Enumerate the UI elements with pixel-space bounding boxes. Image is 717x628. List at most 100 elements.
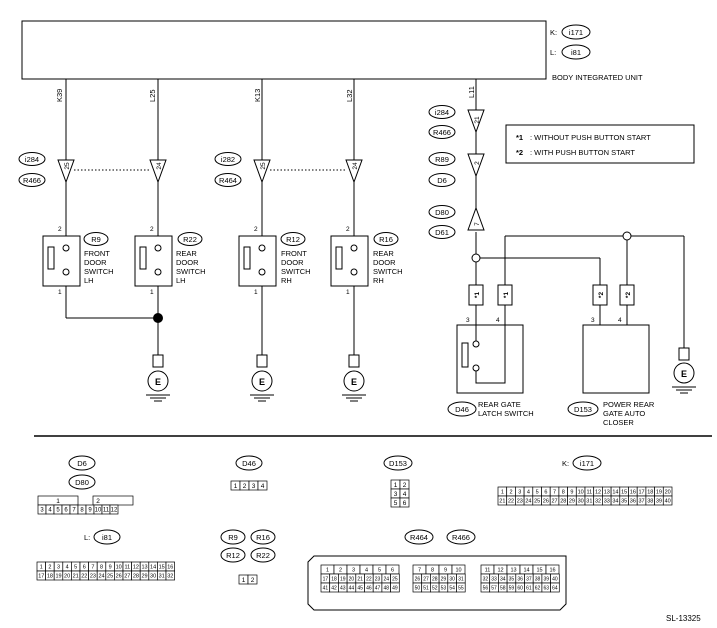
pin-number: 3 [40,508,44,514]
connector-tag [220,547,246,563]
pin-number: 7 [91,564,94,570]
connector-tag-label: D153 [389,459,407,468]
pin-number: 62 [535,585,541,591]
connector-tag-label: R9 [228,533,238,542]
pin-number: 38 [647,498,653,504]
pin-number: 18 [331,576,337,582]
connector-tag-label: i81 [102,533,112,542]
pin-number: 5 [378,567,381,573]
connector-tag-label: D46 [242,459,256,468]
pin-number: 8 [431,567,434,573]
pin-number: 29 [141,573,147,579]
ground-symbol [146,354,170,402]
ground-label: E [259,377,265,387]
pin-number: 5 [394,500,398,507]
pin-number: 36 [630,498,636,504]
pin-number: 26 [543,498,549,504]
pin-number: 9 [88,508,92,514]
pin-number: 2 [251,577,255,584]
pin-number: 56 [483,585,489,591]
connector-tag [250,529,276,545]
pin-number: 6 [544,489,547,495]
pin-number: 2 [403,482,407,489]
switch-name-line: FRONT [84,249,110,258]
pin-number: 2 [48,564,51,570]
l11-connector-arrow [467,153,485,178]
pin-number: 29 [569,498,575,504]
switch-name-line: SWITCH [281,267,311,276]
pin-number: 10 [95,508,102,514]
pin-number: 6 [391,567,394,573]
switch-name-line: FRONT [281,249,307,258]
pin-number: 21 [73,573,79,579]
l11-wires [475,79,685,348]
junction-label: i284 [435,108,449,117]
switch-top-pin: 2 [254,226,258,233]
switch-name-line: RH [373,276,384,285]
pin-number: 2 [96,498,100,505]
pin-number: 14 [523,567,529,573]
pin-number: 39 [656,498,662,504]
latch-connector-label: D46 [455,405,469,414]
pin-number: 32 [167,573,173,579]
option-box [619,284,635,306]
pin-number: 8 [100,564,103,570]
option-mark: *2 [598,292,605,299]
connector-prefix: K: [562,459,569,468]
switch-connector-label: R16 [379,235,393,244]
junction-tag [428,152,456,166]
latch-name-line: LATCH SWITCH [478,409,534,418]
pin-number: 26 [415,576,421,582]
pin-number: 6 [83,564,86,570]
figure-id: SL-13325 [666,614,701,623]
pin-number: 1 [501,489,504,495]
pin-number: 21 [357,576,363,582]
bcm-k-prefix: K: [550,28,557,37]
pin-cell [165,570,175,581]
pin-number: 36 [517,576,523,582]
connector-tag [383,455,413,471]
junction-label: R89 [435,155,449,164]
pin-number: 2 [243,483,247,490]
pin-number: 25 [392,576,398,582]
pin-number: 64 [552,585,558,591]
junction-label: D80 [435,208,449,217]
pin-number: 31 [458,576,464,582]
pin-number: 43 [340,585,346,591]
door-switch-front-lh [42,232,109,287]
connector-tag [220,529,246,545]
pin-number: 33 [491,576,497,582]
pin-number: 11 [485,567,491,573]
closer-name-line: CLOSER [603,418,634,427]
pin-number: 32 [483,576,489,582]
junction-tag [18,173,46,187]
l11-arrow-pin: 21 [474,116,481,124]
junction-tag [428,105,456,119]
pin-number: 35 [621,498,627,504]
junction-tag [18,152,46,166]
pin-label-k13: K13 [253,89,262,102]
pin-number: 4 [527,489,530,495]
switch-name-line: LH [176,276,186,285]
legend-text-2: : WITH PUSH BUTTON START [530,148,635,157]
pin-number: 16 [630,489,636,495]
pin-number: 59 [509,585,515,591]
pin-number: 41 [323,585,329,591]
pin-number: 22 [81,573,87,579]
option-mark: *1 [503,292,510,299]
pin-number: 4 [403,491,407,498]
connector-tag [404,529,434,545]
pin-number: 18 [47,573,53,579]
pin-number: 30 [150,573,156,579]
pin-number: 27 [124,573,130,579]
pin-number: 31 [159,573,165,579]
switch-name-line: RH [281,276,292,285]
rear-gate-pin: 4 [496,317,500,324]
switch-name-line: DOOR [84,258,107,267]
pin-number: 19 [656,489,662,495]
door-switch-front-rh [238,232,306,287]
pin-number: 23 [375,576,381,582]
bcm-l-connector-label: i81 [571,48,581,57]
